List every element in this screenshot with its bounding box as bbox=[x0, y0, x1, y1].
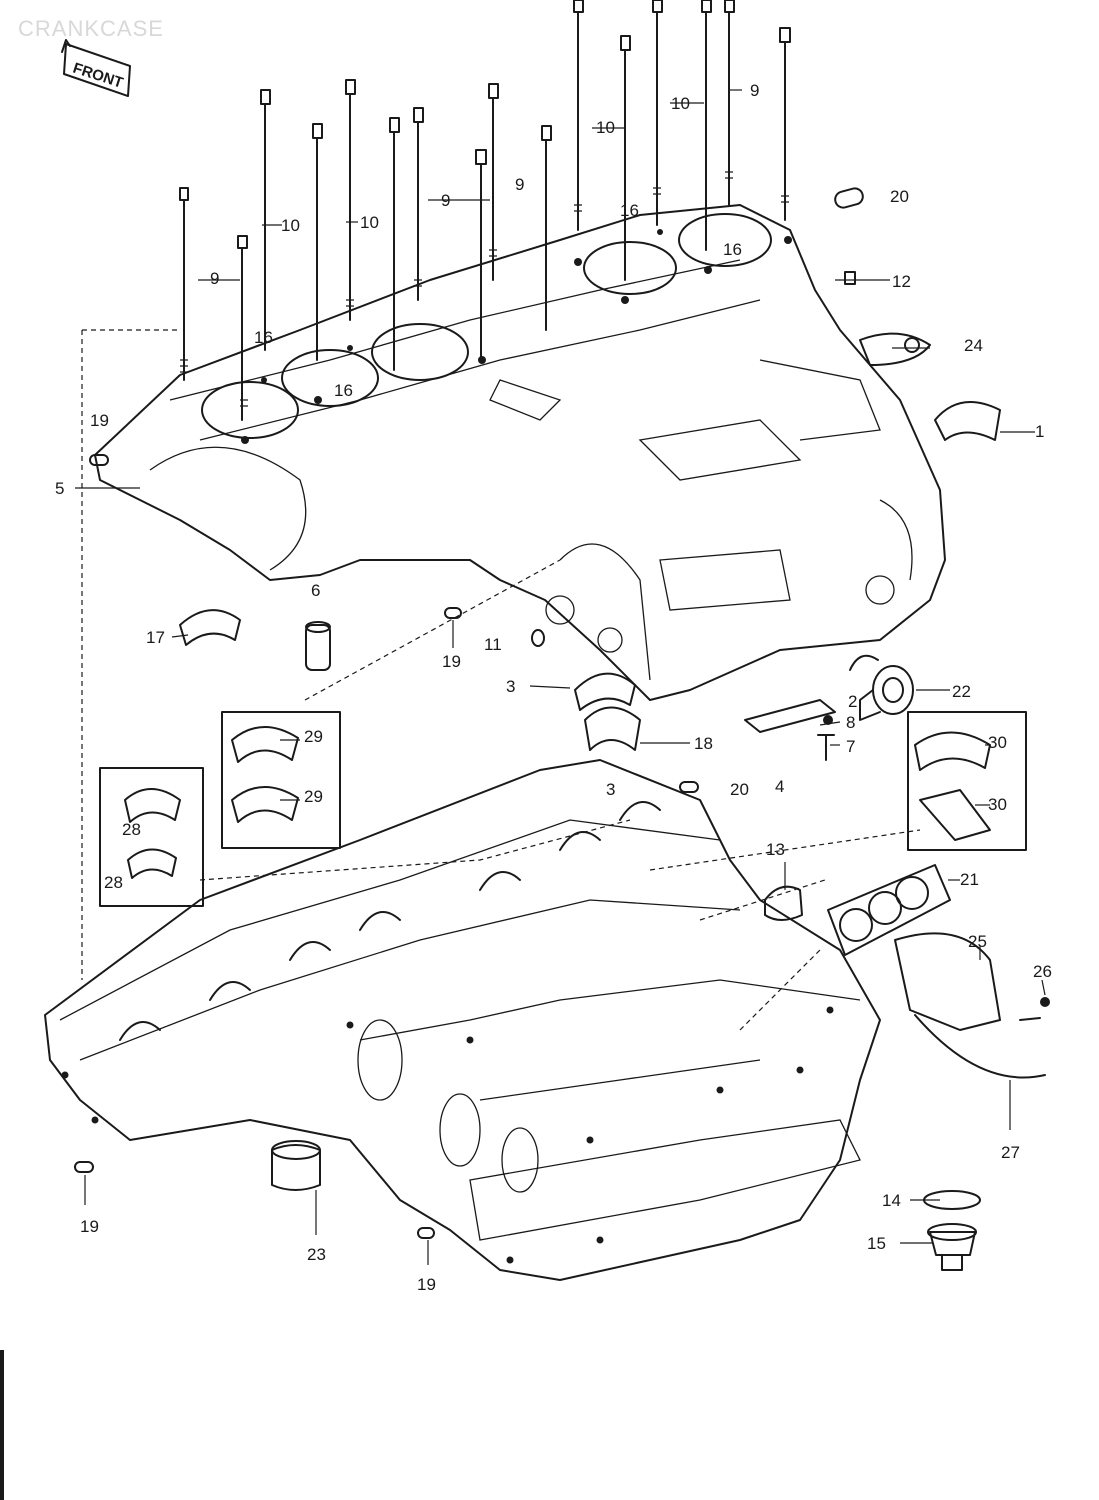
callout-25: 25 bbox=[968, 932, 987, 951]
callout-19d: 19 bbox=[417, 1275, 436, 1294]
callout-22: 22 bbox=[952, 682, 971, 701]
callout-28a: 28 bbox=[122, 820, 141, 839]
callout-19b: 19 bbox=[442, 652, 461, 671]
callout-26: 26 bbox=[1033, 962, 1052, 981]
callout-9c: 9 bbox=[515, 175, 524, 194]
callout-28b: 28 bbox=[104, 873, 123, 892]
callout-29a: 29 bbox=[304, 727, 323, 746]
callout-16a: 16 bbox=[254, 328, 273, 347]
callout-12: 12 bbox=[892, 272, 911, 291]
callout-1: 1 bbox=[1035, 422, 1044, 441]
callout-4: 4 bbox=[775, 777, 784, 796]
callout-11: 11 bbox=[484, 635, 502, 654]
callout-21: 21 bbox=[960, 870, 979, 889]
callout-13: 13 bbox=[766, 840, 785, 859]
callout-27: 27 bbox=[1001, 1143, 1020, 1162]
callout-10d: 10 bbox=[671, 94, 690, 113]
assembly-guide-lines bbox=[81, 329, 921, 1031]
small-parts bbox=[74, 187, 1050, 1271]
callout-14: 14 bbox=[882, 1191, 901, 1210]
page-edge-mark bbox=[0, 1350, 4, 1500]
callout-9d: 9 bbox=[750, 81, 759, 100]
callout-15: 15 bbox=[867, 1234, 886, 1253]
callout-17: 17 bbox=[146, 628, 165, 647]
front-badge: FRONT bbox=[61, 39, 131, 97]
callout-20b: 20 bbox=[730, 780, 749, 799]
callout-19a: 19 bbox=[90, 411, 109, 430]
callout-16d: 16 bbox=[723, 240, 742, 259]
callout-19c: 19 bbox=[80, 1217, 99, 1236]
leader-lines bbox=[75, 89, 1046, 1265]
callout-6: 6 bbox=[311, 581, 320, 600]
callout-2: 2 bbox=[848, 692, 857, 711]
boxed-bearing-sets bbox=[99, 711, 1027, 907]
callout-numbers: 1 2 3 3 4 5 6 7 8 9 9 9 9 10 10 10 10 11… bbox=[55, 81, 1052, 1294]
callout-3b: 3 bbox=[606, 780, 615, 799]
callout-9b: 9 bbox=[441, 191, 450, 210]
upper-crankcase bbox=[94, 204, 946, 701]
callout-18: 18 bbox=[694, 734, 713, 753]
callout-16b: 16 bbox=[334, 381, 353, 400]
callout-5: 5 bbox=[55, 479, 64, 498]
callout-29b: 29 bbox=[304, 787, 323, 806]
callout-8: 8 bbox=[846, 713, 855, 732]
callout-10b: 10 bbox=[360, 213, 379, 232]
front-badge-label: FRONT bbox=[71, 60, 125, 92]
callout-24: 24 bbox=[964, 336, 983, 355]
callout-3: 3 bbox=[506, 677, 515, 696]
lower-crankcase bbox=[44, 759, 881, 1281]
callout-23: 23 bbox=[307, 1245, 326, 1264]
callout-16c: 16 bbox=[620, 201, 639, 220]
callout-9a: 9 bbox=[210, 269, 219, 288]
callout-30a: 30 bbox=[988, 733, 1007, 752]
callout-20a: 20 bbox=[890, 187, 909, 206]
callout-10c: 10 bbox=[596, 118, 615, 137]
ghost-title: CRANKCASE bbox=[18, 16, 164, 41]
callout-7: 7 bbox=[846, 737, 855, 756]
callout-10a: 10 bbox=[281, 216, 300, 235]
callout-30b: 30 bbox=[988, 795, 1007, 814]
stud-bolts bbox=[179, 0, 791, 421]
